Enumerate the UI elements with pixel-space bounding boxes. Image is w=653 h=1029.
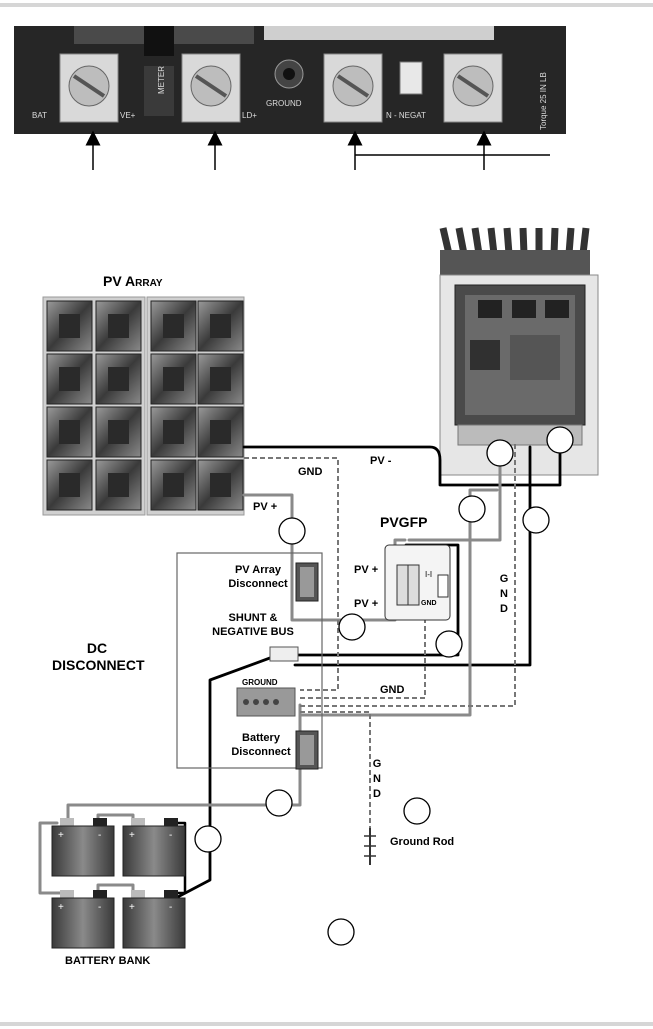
pvgfp-pv-plus-1: PV + <box>354 564 379 576</box>
terminal-block <box>443 53 503 123</box>
svg-text:-: - <box>98 902 101 913</box>
ground-bus-label: GROUND <box>242 678 278 687</box>
pv-cell-center <box>210 367 231 391</box>
svg-text:-: - <box>98 830 101 841</box>
pv-cell-center <box>59 314 80 338</box>
battery-bank-label: BATTERY BANK <box>65 955 151 967</box>
battery: +- <box>51 890 115 949</box>
callout-circle <box>194 825 222 853</box>
terminal-photo: BAT METER VE+ LD+ GROUND N - NEGAT Torqu… <box>14 26 566 134</box>
gnd-label-mid: GND <box>380 684 405 696</box>
pv-cell-center <box>163 367 184 391</box>
pvgfp-pv-plus-2: PV + <box>354 598 379 610</box>
shunt-negative-bus-label: SHUNT & NEGATIVE BUS <box>212 612 294 638</box>
terminal-block <box>323 53 383 123</box>
bottom-rule <box>0 1022 653 1026</box>
svg-text:+: + <box>129 830 135 841</box>
pv-cell-center <box>210 314 231 338</box>
callout-circle <box>435 630 463 658</box>
pvgfp-gnd-label: GND <box>421 600 437 607</box>
callout-circles <box>194 426 574 946</box>
pv-cell-center <box>108 420 129 444</box>
callout-circle <box>338 613 366 641</box>
pv-array-label: PV Array <box>103 273 163 289</box>
pvgfp-device: I-I <box>384 544 451 621</box>
photo-label-meter: METER <box>157 66 166 94</box>
terminal-block <box>181 53 241 123</box>
battery: +- <box>122 818 186 877</box>
ground-rod <box>364 828 376 865</box>
callout-circle <box>265 789 293 817</box>
dc-disconnect-label: DC DISCONNECT <box>52 640 145 673</box>
pv-array-panels <box>42 296 245 516</box>
ground-rod-label: Ground Rod <box>390 836 455 848</box>
terminal-block <box>59 53 119 123</box>
photo-label-negat: N - NEGAT <box>386 111 426 120</box>
callout-circle <box>458 495 486 523</box>
callout-circle <box>278 517 306 545</box>
pv-cell-center <box>59 367 80 391</box>
pv-minus-label: PV - <box>370 455 392 467</box>
callout-circle <box>522 506 550 534</box>
photo-label-bat: BAT <box>32 111 47 120</box>
pv-cell-center <box>163 473 184 497</box>
ground-post <box>274 59 304 89</box>
pv-plus-label: PV + <box>253 501 278 513</box>
terminal-arrows <box>85 130 550 170</box>
callout-circle <box>403 797 431 825</box>
battery-bank: +- +- +- +- <box>51 818 186 949</box>
svg-text:+: + <box>129 902 135 913</box>
photo-label-ground: GROUND <box>266 99 302 108</box>
battery: +- <box>122 890 186 949</box>
callout-circle <box>327 918 355 946</box>
pv-cell-center <box>59 473 80 497</box>
pv-cell-center <box>108 314 129 338</box>
svg-text:-: - <box>169 902 172 913</box>
top-rule <box>0 3 653 7</box>
pv-array-disconnect-label: PV Array Disconnect <box>228 564 288 590</box>
callout-circle <box>486 439 514 467</box>
gnd-vertical-right: G N D <box>499 573 509 615</box>
battery: +- <box>51 818 115 877</box>
pv-cell-center <box>59 420 80 444</box>
pv-cell-center <box>108 473 129 497</box>
svg-text:+: + <box>58 830 64 841</box>
wires-ground-dashed <box>244 443 516 828</box>
pv-cell-center <box>210 473 231 497</box>
pvgfp-label: PVGFP <box>380 514 428 530</box>
pv-cell-center <box>108 367 129 391</box>
pv-cell-center <box>163 420 184 444</box>
pv-cell-center <box>163 314 184 338</box>
battery-disconnect-label: Battery Disconnect <box>231 732 291 758</box>
gnd-label-top: GND <box>298 466 323 478</box>
dc-disconnect-box <box>176 552 323 770</box>
pv-cell <box>150 406 197 458</box>
gnd-vertical-lower: G N D <box>372 758 382 800</box>
svg-text:-: - <box>169 830 172 841</box>
charge-controller <box>439 227 599 476</box>
pv-cell-center <box>210 420 231 444</box>
svg-text:I-I: I-I <box>425 570 432 579</box>
svg-text:+: + <box>58 902 64 913</box>
photo-label-ld: LD+ <box>242 111 257 120</box>
photo-label-torque: Torque 25 IN LB <box>539 72 548 130</box>
pv-cell <box>197 406 244 458</box>
callout-circle <box>546 426 574 454</box>
photo-label-ve: VE+ <box>120 111 136 120</box>
